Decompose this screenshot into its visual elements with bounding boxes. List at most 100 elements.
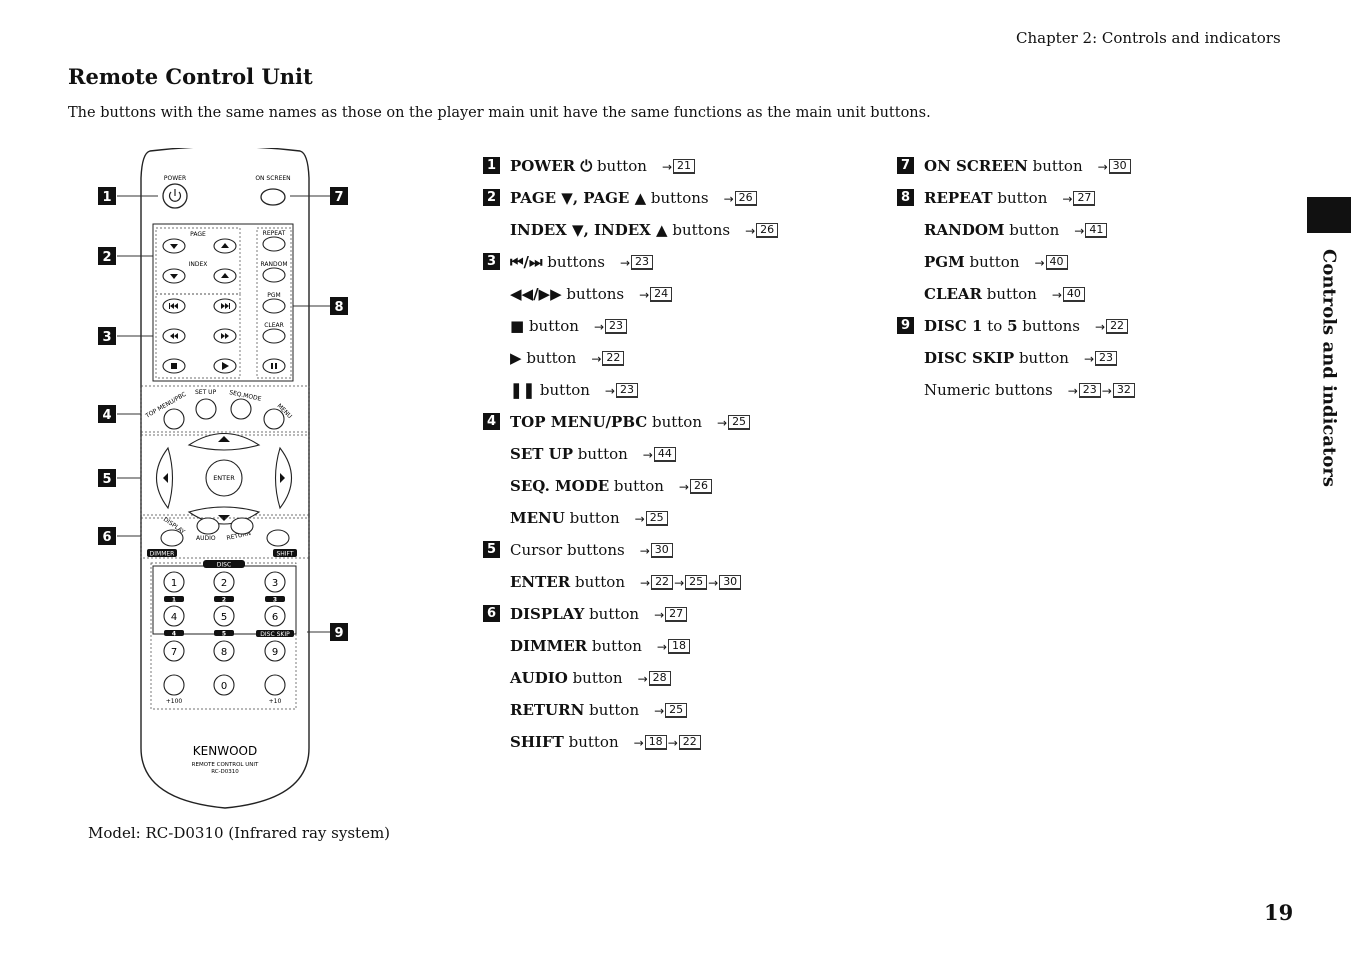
page-reference-link[interactable]: 40	[1045, 254, 1068, 270]
set-up-button[interactable]	[195, 398, 217, 420]
page-reference-link[interactable]: 28	[648, 670, 671, 686]
page-reference-link[interactable]: 21	[673, 158, 696, 174]
section-number-badge: 7	[897, 157, 914, 174]
plus100-button[interactable]	[163, 674, 185, 696]
page-reference-link[interactable]: 23	[605, 318, 628, 334]
digit-button-2[interactable]	[213, 571, 235, 593]
side-tab-label: Controls and indicators	[1318, 249, 1340, 487]
page-references: →40	[1033, 251, 1068, 274]
page-reference-link[interactable]: 22	[678, 734, 701, 750]
page-reference-link[interactable]: 25	[728, 414, 751, 430]
shift-button[interactable]	[266, 529, 290, 547]
digit-button-8[interactable]	[213, 640, 235, 662]
reference-arrow-icon: →	[708, 576, 719, 590]
digit-button-0[interactable]	[213, 674, 235, 696]
button-kind: button	[592, 157, 647, 175]
button-kind: button	[570, 573, 625, 591]
digit-label-9: 9	[272, 647, 278, 658]
digit-button-5[interactable]	[213, 605, 235, 627]
page-reference-link[interactable]: 25	[645, 510, 668, 526]
on-screen-button[interactable]	[260, 188, 286, 206]
page-reference-link[interactable]: 44	[653, 446, 676, 462]
digit-button-1[interactable]	[163, 571, 185, 593]
button-kind: button	[982, 285, 1037, 303]
page-reference-link[interactable]: 23	[631, 254, 654, 270]
disc-badge-5: 5	[222, 631, 226, 638]
digit-button-6[interactable]	[264, 605, 286, 627]
page-reference-link[interactable]: 23	[615, 382, 638, 398]
reference-arrow-icon: →	[667, 736, 678, 750]
callout-1: 1	[102, 190, 111, 205]
return-button[interactable]	[230, 517, 254, 535]
button-name: ENTER	[510, 573, 571, 591]
button-kind: button	[647, 413, 702, 431]
page-reference-link[interactable]: 18	[667, 638, 690, 654]
page-reference-link[interactable]: 22	[602, 350, 625, 366]
menu-button[interactable]	[263, 408, 285, 430]
digit-label-4: 4	[171, 612, 177, 623]
page-references: →23	[593, 315, 628, 338]
pgm-button[interactable]	[262, 298, 286, 314]
fast-forward-icon	[221, 333, 229, 339]
top-menu-button[interactable]	[163, 408, 185, 430]
display-button[interactable]	[160, 529, 184, 547]
rewind-icon	[170, 333, 178, 339]
page-reference-link[interactable]: 22	[1106, 318, 1129, 334]
button-kind: button	[564, 509, 620, 527]
page-reference-link[interactable]: 26	[734, 190, 757, 206]
enter-button[interactable]	[205, 459, 243, 497]
section-number-badge: 2	[483, 189, 500, 206]
power-label: POWER	[164, 175, 186, 182]
page-references: →22	[590, 347, 625, 370]
page-reference-link[interactable]: 30	[719, 574, 742, 590]
page-references: →26	[678, 475, 712, 498]
page-reference-link[interactable]: 23	[1078, 382, 1101, 398]
digit-button-9[interactable]	[264, 640, 286, 662]
page-reference-link[interactable]: 25	[685, 574, 708, 590]
page-reference-link[interactable]: 27	[1073, 190, 1096, 206]
reference-arrow-icon: →	[634, 512, 645, 526]
disc-badge-4: 4	[172, 631, 176, 638]
random-button[interactable]	[262, 267, 286, 283]
page-reference-link[interactable]: 25	[665, 702, 688, 718]
power-icon	[168, 189, 182, 202]
remote-illustration: 1 2 3 4 5 6 7 8 9 POWER ON SCREEN PAGE I…	[98, 148, 348, 809]
page-reference-link[interactable]: 41	[1085, 222, 1108, 238]
digit-button-3[interactable]	[264, 571, 286, 593]
plus10-button[interactable]	[264, 674, 286, 696]
audio-button[interactable]	[196, 517, 220, 535]
button-kind: Cursor buttons	[510, 541, 625, 559]
button-name: POWER ⏻	[510, 157, 593, 175]
play-icon	[222, 362, 229, 370]
page-reference-link[interactable]: 23	[1095, 350, 1118, 366]
disc-skip-label: DISC SKIP	[260, 631, 290, 638]
return-label: RETURN	[226, 530, 252, 542]
section-number-badge: 5	[483, 541, 500, 558]
button-name: REPEAT	[924, 189, 993, 207]
repeat-button[interactable]	[262, 236, 286, 252]
remote-subtitle: REMOTE CONTROL UNIT	[192, 762, 259, 768]
audio-label: AUDIO	[196, 535, 216, 542]
button-kind: button	[1027, 157, 1083, 175]
digit-button-4[interactable]	[163, 605, 185, 627]
enter-label: ENTER	[213, 474, 235, 482]
page-reference-link[interactable]: 27	[665, 606, 688, 622]
page-reference-link[interactable]: 24	[650, 286, 673, 302]
digit-button-7[interactable]	[163, 640, 185, 662]
cursor-down-icon	[218, 515, 230, 521]
clear-button[interactable]	[262, 328, 286, 344]
reference-arrow-icon: →	[674, 576, 685, 590]
page-reference-link[interactable]: 30	[1108, 158, 1131, 174]
page-reference-link[interactable]: 22	[651, 574, 674, 590]
page-reference-link[interactable]: 40	[1062, 286, 1085, 302]
page-reference-link[interactable]: 18	[644, 734, 667, 750]
page-reference-link[interactable]: 26	[689, 478, 712, 494]
page-reference-link[interactable]: 26	[756, 222, 779, 238]
page-reference-link[interactable]: 32	[1112, 382, 1135, 398]
seq-mode-button[interactable]	[230, 398, 252, 420]
page-reference-link[interactable]: 30	[650, 542, 673, 558]
callout-3: 3	[102, 330, 111, 345]
button-name: AUDIO	[510, 669, 568, 687]
pause-button[interactable]	[262, 358, 286, 374]
page-down-icon	[170, 244, 178, 249]
